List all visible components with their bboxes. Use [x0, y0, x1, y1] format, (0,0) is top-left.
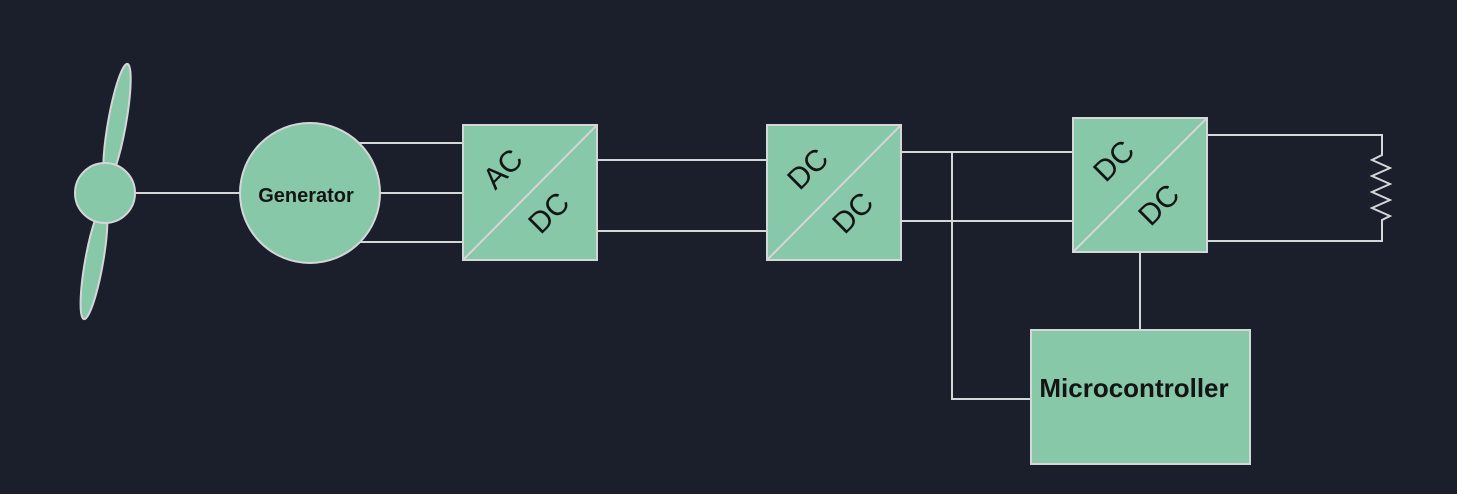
- generator-block: Generator: [239, 122, 381, 264]
- wind-turbine-icon: [74, 62, 136, 321]
- load-resistor: [1207, 134, 1393, 242]
- microcontroller-label: Microcontroller: [1039, 373, 1228, 403]
- converter-2-block: DC DC: [1072, 117, 1208, 253]
- microcontroller-box: [1030, 329, 1251, 465]
- resistor-icon: [1207, 134, 1393, 242]
- generator-circle: [239, 122, 381, 264]
- generator-label: Generator: [258, 185, 354, 207]
- three-phase-wires: [355, 142, 463, 243]
- converter-1-divider: [766, 124, 902, 261]
- rectifier-block: AC DC: [462, 124, 598, 261]
- turbine-hub: [74, 162, 136, 224]
- microcontroller-block: Microcontroller: [1030, 329, 1251, 465]
- rectifier-divider: [462, 124, 598, 261]
- converter-1-block: DC DC: [766, 124, 902, 261]
- sense-line-to-controller: [951, 152, 1031, 400]
- converter-2-divider: [1072, 117, 1208, 253]
